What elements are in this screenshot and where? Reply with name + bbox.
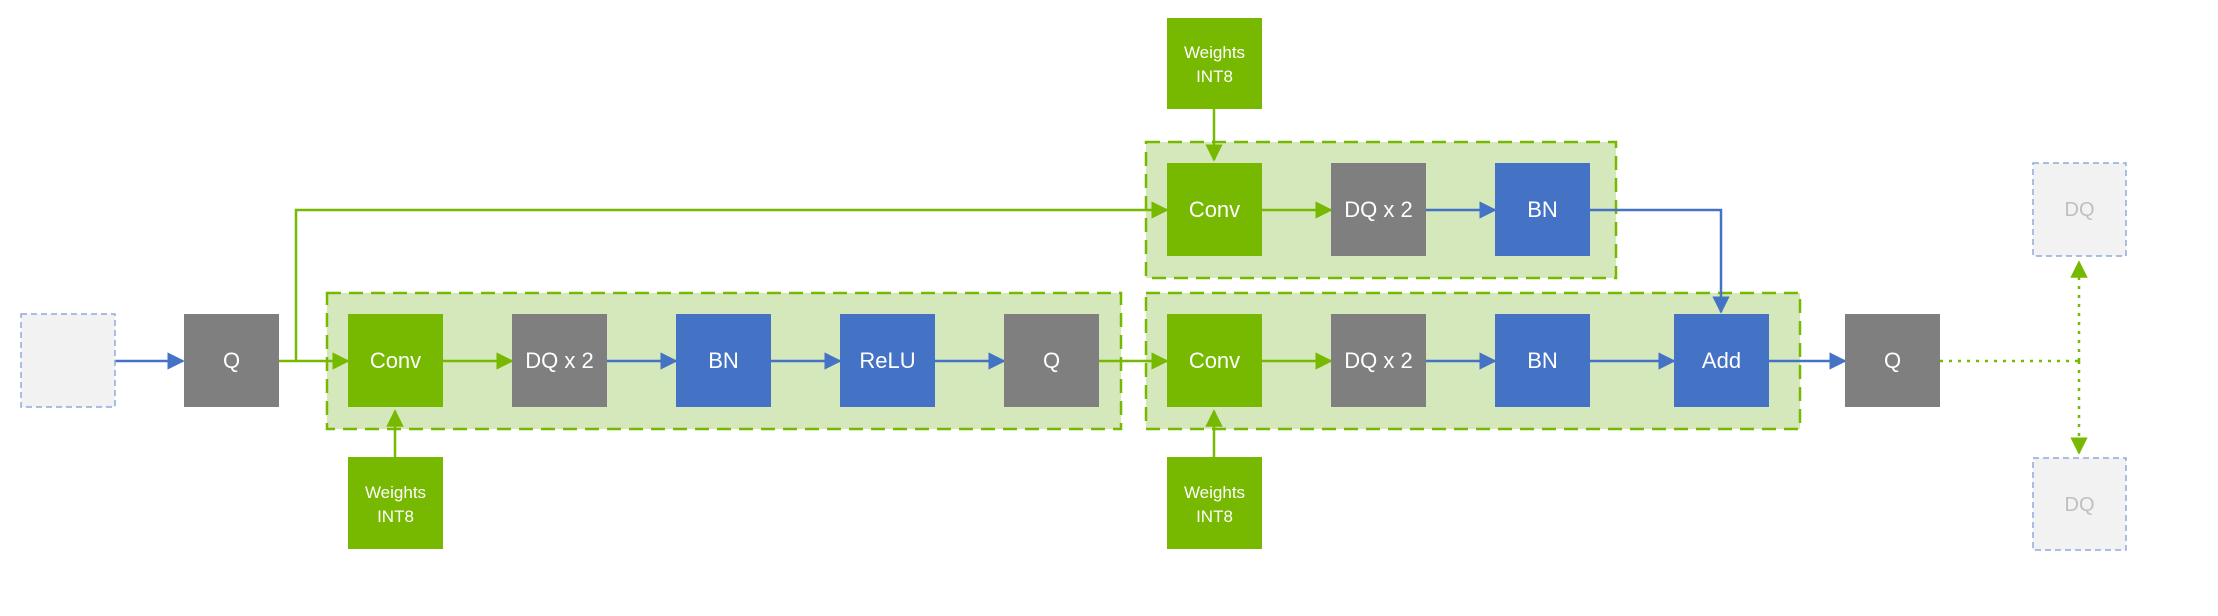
node-dq-a: DQ x 2 bbox=[512, 314, 607, 407]
node-dq-ghost-top: DQ bbox=[2032, 162, 2127, 257]
svg-text:Weights: Weights bbox=[1184, 483, 1245, 502]
svg-text:Conv: Conv bbox=[1189, 197, 1240, 222]
svg-text:DQ x 2: DQ x 2 bbox=[1344, 348, 1412, 373]
node-dq-b: DQ x 2 bbox=[1331, 314, 1426, 407]
node-conv-b: Conv bbox=[1167, 314, 1262, 407]
node-bn-top: BN bbox=[1495, 163, 1590, 256]
node-dq-top: DQ x 2 bbox=[1331, 163, 1426, 256]
svg-text:DQ: DQ bbox=[2065, 199, 2095, 221]
svg-text:DQ x 2: DQ x 2 bbox=[1344, 197, 1412, 222]
svg-text:INT8: INT8 bbox=[1196, 67, 1233, 86]
node-bn-a: BN bbox=[676, 314, 771, 407]
svg-text:DQ x 2: DQ x 2 bbox=[525, 348, 593, 373]
svg-text:Add: Add bbox=[1702, 348, 1741, 373]
svg-text:Conv: Conv bbox=[370, 348, 421, 373]
svg-text:BN: BN bbox=[708, 348, 739, 373]
svg-text:ReLU: ReLU bbox=[859, 348, 915, 373]
svg-text:Q: Q bbox=[223, 348, 240, 373]
weights-int8-top: Weights INT8 bbox=[1167, 18, 1262, 109]
svg-text:Q: Q bbox=[1884, 348, 1901, 373]
weights-int8-conv-b: Weights INT8 bbox=[1167, 457, 1262, 549]
svg-text:BN: BN bbox=[1527, 348, 1558, 373]
node-conv-top: Conv bbox=[1167, 163, 1262, 256]
svg-text:INT8: INT8 bbox=[1196, 507, 1233, 526]
svg-text:Conv: Conv bbox=[1189, 348, 1240, 373]
svg-text:Weights: Weights bbox=[1184, 43, 1245, 62]
weights-int8-conv-a: Weights INT8 bbox=[348, 457, 443, 549]
connections bbox=[115, 109, 2088, 457]
node-q-mid: Q bbox=[1004, 314, 1099, 407]
node-q-out: Q bbox=[1845, 314, 1940, 407]
edge-q-to-conv-top bbox=[294, 201, 1169, 361]
svg-text:Weights: Weights bbox=[365, 483, 426, 502]
node-dq-ghost-bottom: DQ bbox=[2032, 457, 2127, 551]
node-conv-a: Conv bbox=[348, 314, 443, 407]
svg-text:BN: BN bbox=[1527, 197, 1558, 222]
edge-bn-top-to-add bbox=[1590, 208, 1730, 314]
svg-text:Q: Q bbox=[1043, 348, 1060, 373]
node-relu-a: ReLU bbox=[840, 314, 935, 407]
svg-text:INT8: INT8 bbox=[377, 507, 414, 526]
svg-text:DQ: DQ bbox=[2065, 494, 2095, 516]
node-add: Add bbox=[1674, 314, 1769, 407]
input-placeholder bbox=[20, 313, 116, 408]
node-bn-b: BN bbox=[1495, 314, 1590, 407]
node-q-input: Q bbox=[184, 314, 279, 407]
